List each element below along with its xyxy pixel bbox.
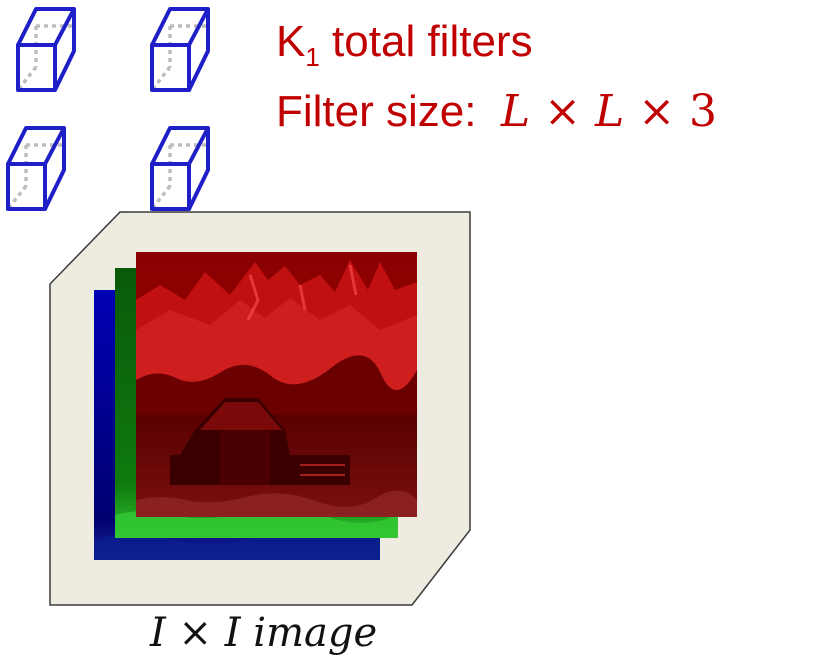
- wireframe-cube-icon: [6, 126, 66, 211]
- k-subscript: 1: [305, 42, 319, 72]
- wireframe-cube-icon: [150, 7, 210, 92]
- size-times-1: ×: [530, 86, 595, 137]
- k-rest: total filters: [320, 17, 533, 66]
- size-depth: 3: [689, 86, 717, 137]
- caption-word: image: [241, 610, 378, 656]
- size-var-b: L: [594, 86, 624, 137]
- filter-cube-1: [16, 7, 76, 92]
- size-prefix: Filter size:: [276, 87, 501, 136]
- size-var-a: L: [500, 86, 530, 137]
- caption-var-a: I: [149, 610, 167, 656]
- wireframe-cube-icon: [16, 7, 76, 92]
- filter-cube-2: [150, 7, 210, 92]
- caption-times: ×: [166, 610, 225, 656]
- filter-size-label: Filter size: L × L × 3: [276, 86, 717, 137]
- caption-var-b: I: [224, 610, 242, 656]
- filter-cube-4: [150, 126, 210, 211]
- k-main: K: [276, 17, 305, 66]
- image-size-caption: I × I image: [149, 610, 377, 656]
- size-times-2: ×: [624, 86, 689, 137]
- red-channel-layer: [136, 252, 417, 517]
- wireframe-cube-icon: [150, 126, 210, 211]
- filter-cube-3: [6, 126, 66, 211]
- k-total-filters-label: K1 total filters: [276, 17, 533, 72]
